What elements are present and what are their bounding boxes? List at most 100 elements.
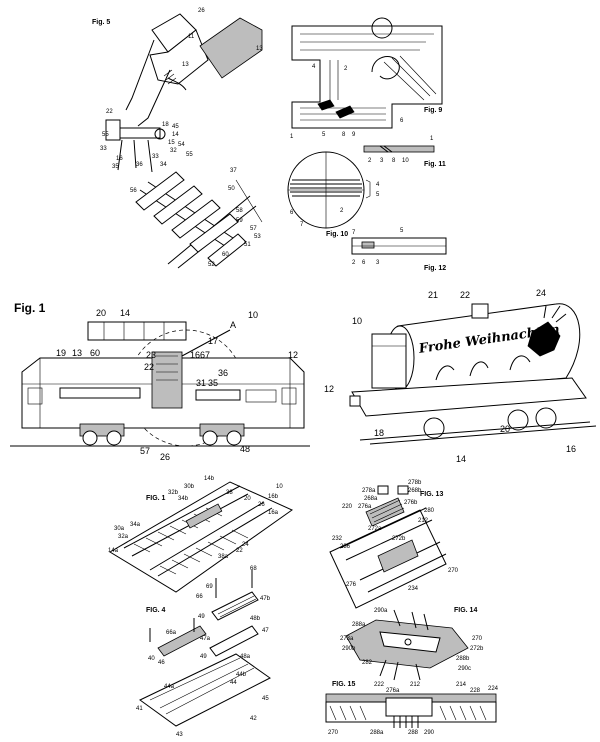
loco-label-26: 26 — [160, 452, 170, 462]
f15-label-270: 270 — [328, 730, 339, 736]
sleeper-2 — [153, 185, 203, 225]
label-57: 57 — [250, 226, 257, 232]
hand-back — [149, 29, 209, 85]
label-45: 45 — [172, 124, 179, 130]
loco-label-16: 16 — [190, 350, 200, 360]
trk-label-24: 24 — [242, 542, 249, 548]
f13-label-272a: 272a — [368, 526, 382, 532]
f4-label-68: 68 — [250, 566, 257, 572]
label-59: 59 — [236, 218, 243, 224]
f13-label-278b: 278b — [408, 480, 422, 486]
loco-label-12: 12 — [288, 350, 298, 360]
f4-label-46: 46 — [158, 660, 165, 666]
fig14-insert — [379, 631, 441, 653]
f4-label-48b: 48b — [250, 616, 261, 622]
figure-14-title: FIG. 14 — [454, 607, 477, 614]
f14-label-272b: 272b — [470, 646, 484, 652]
label-33a: 33 — [100, 146, 107, 152]
figure-12-title: Fig. 12 — [424, 265, 446, 272]
leader-57 — [235, 179, 263, 223]
fig13-clip-a — [377, 485, 389, 495]
fig14-hole — [404, 638, 412, 646]
loco-label-57: 57 — [140, 446, 150, 456]
f15-label-288a: 288a — [370, 730, 384, 736]
loco-label-20: 20 — [96, 308, 106, 318]
track-sleepers-2 — [159, 529, 249, 575]
label-50: 50 — [228, 186, 235, 192]
f4-label-42: 42 — [250, 716, 257, 722]
fig15-teeth — [393, 716, 419, 728]
fig14-pins-bottom — [379, 659, 421, 681]
f13-label-268a: 268a — [364, 496, 378, 502]
figure-12-panel: Fig. 12 7 5 2 6 3 — [351, 228, 447, 272]
section-cut — [379, 145, 393, 153]
fig9-label-4: 4 — [312, 64, 316, 70]
label-33b: 33 — [152, 154, 159, 160]
wagon-label-16: 16 — [566, 444, 576, 454]
upper-screws — [215, 570, 253, 598]
f13-label-236: 236 — [340, 544, 351, 550]
trk-label-34b: 34b — [178, 496, 189, 502]
wheel-4 — [226, 430, 242, 446]
clamp-legs — [117, 139, 153, 173]
label-15: 15 — [168, 140, 175, 146]
f13-label-272b: 272b — [392, 536, 406, 542]
base-grooves — [149, 657, 255, 715]
f4-label-47: 47 — [262, 628, 269, 634]
f13-label-276: 276 — [346, 582, 357, 588]
wagon-wheel-3 — [535, 407, 557, 429]
loco-label-17: 17 — [208, 336, 218, 346]
spring-wire — [167, 77, 187, 91]
fig9-label-1: 1 — [290, 134, 294, 140]
trk-label-20: 20 — [244, 496, 251, 502]
f14-label-282: 282 — [362, 660, 373, 666]
detail-circle — [371, 17, 393, 39]
track-lines — [290, 179, 362, 197]
sleeper-4 — [189, 213, 239, 253]
mechanism-details — [156, 355, 178, 381]
loco-label-A: A — [230, 320, 236, 330]
section-strip — [363, 145, 435, 153]
label-37: 37 — [230, 168, 237, 174]
figure-13-title: FIG. 13 — [420, 491, 443, 498]
f4-label-44: 44 — [230, 680, 237, 686]
loco-label-13: 13 — [72, 348, 82, 358]
f14-label-290c: 290c — [458, 666, 471, 672]
upper-contact-block — [211, 591, 259, 621]
f14-label-290b: 290b — [342, 646, 356, 652]
cab-window-right — [281, 387, 297, 405]
f13-label-280: 280 — [424, 508, 435, 514]
f14-label-290a: 290a — [374, 608, 388, 614]
label-11a: 11 — [188, 34, 195, 40]
f13-label-232: 232 — [332, 536, 343, 542]
tank-straps — [435, 355, 531, 381]
label-52: 52 — [208, 262, 215, 268]
label-54: 54 — [178, 142, 185, 148]
f4-label-44b: 44b — [236, 672, 247, 678]
ornament-rays — [543, 305, 567, 323]
f13-label-276b: 276b — [404, 500, 418, 506]
trk-label-32a: 32a — [118, 534, 129, 540]
figure-1-locomotive-panel: Fig. 1 20 14 10 A 17 19 13 60 23 16 — [10, 301, 310, 462]
figure-5-panel: Fig. 5 26 11 13 13 22 18 45 14 — [92, 8, 263, 269]
fig12-label-7: 7 — [352, 230, 356, 236]
wheel-2 — [106, 430, 122, 446]
label-51: 51 — [244, 242, 251, 248]
wagon-label-24: 24 — [536, 288, 546, 298]
loco-label-10: 10 — [248, 310, 258, 320]
label-55b: 55 — [186, 152, 193, 158]
mid-contact-block — [209, 625, 259, 657]
trk-label-30b: 30b — [184, 484, 195, 490]
loco-label-36: 36 — [218, 368, 228, 378]
tank-dome — [471, 303, 489, 319]
loco-label-19: 19 — [56, 348, 66, 358]
figure-11-panel: Fig. 11 1 2 3 8 10 — [363, 136, 446, 168]
figure-9-panel: Fig. 9 4 2 1 5 8 9 6 — [290, 17, 443, 140]
loco-label-60: 60 — [90, 348, 100, 358]
wagon-label-14: 14 — [456, 454, 466, 464]
festive-ornament — [527, 321, 561, 357]
figure-9-title: Fig. 9 — [424, 107, 442, 114]
trk-label-26: 26 — [258, 502, 265, 508]
label-26: 26 — [198, 8, 205, 14]
